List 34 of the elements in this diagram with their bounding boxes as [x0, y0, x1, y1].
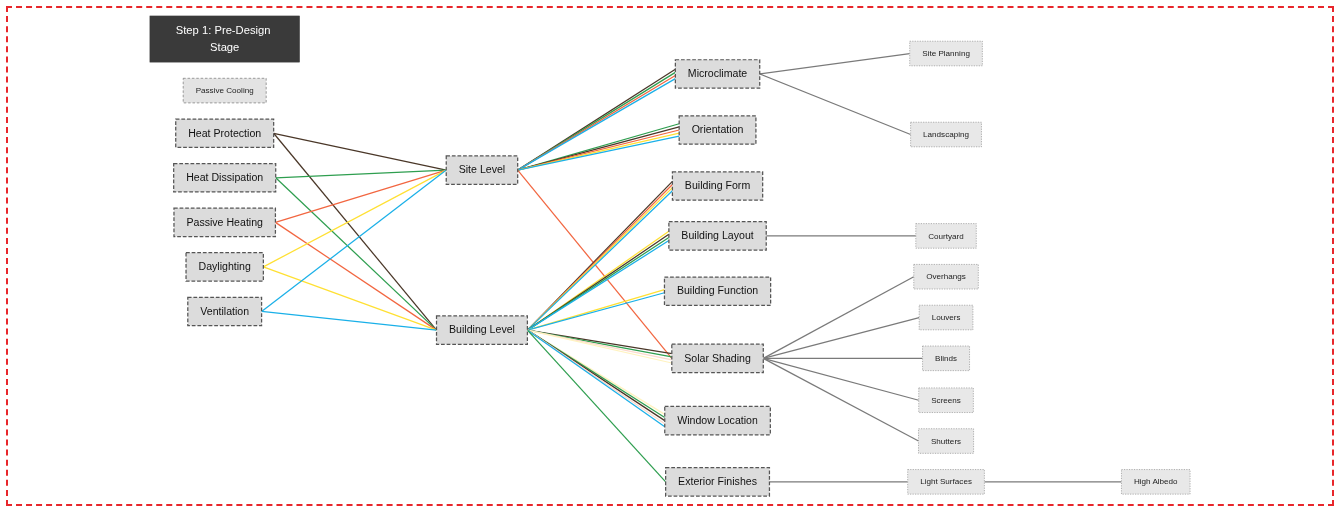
node-box: [182, 78, 267, 104]
node-box: [907, 469, 985, 495]
node-box: [909, 40, 983, 67]
node-box: [678, 115, 757, 145]
node-box: [149, 15, 300, 63]
node-box: [173, 207, 277, 238]
node-box: [445, 155, 519, 185]
node-box: [435, 315, 528, 345]
node-box: [663, 276, 772, 306]
node-box: [173, 163, 277, 193]
node-box: [175, 118, 275, 149]
node-box: [913, 264, 979, 290]
connector: [759, 73, 912, 136]
node-box: [187, 296, 263, 327]
page-frame: Step 1: Pre-Design Stage Passive Cooling Heat Protection Heat Dissipation Passive Heating Daylighting Ventilation Site Level Building Level Microclimate Orientation Building Form Building Layout Building Function Solar Shading Window Location Exterior Finishes Site Planning Landscaping Courtyard Overhangs Louvers Blinds Screens Shutters Light Surfaces High Albedo: [6, 6, 1334, 506]
connector: [275, 169, 447, 179]
connector: [759, 52, 911, 75]
node-box: [668, 221, 767, 251]
connector: [983, 481, 1123, 483]
node-box: [1121, 469, 1191, 495]
node-box: [918, 428, 974, 454]
node-box: [922, 345, 970, 371]
node-box: [915, 223, 977, 249]
node-box: [665, 467, 771, 497]
node-box: [664, 405, 771, 436]
node-box: [910, 121, 982, 148]
node-box: [918, 387, 974, 413]
node-box: [918, 304, 974, 331]
connector: [273, 132, 447, 171]
node-box: [185, 252, 264, 282]
connector: [517, 169, 673, 359]
node-box: [674, 59, 761, 89]
node-box: [671, 343, 764, 374]
node-box: [671, 171, 764, 201]
